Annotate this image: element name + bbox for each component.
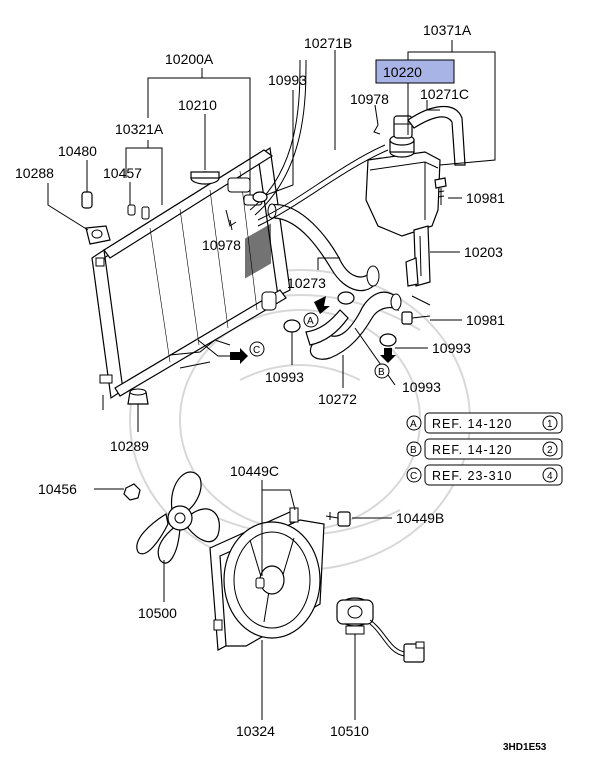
label-10449b[interactable]: 10449B — [396, 510, 444, 526]
hose-clamp-upper-right[interactable] — [337, 291, 355, 305]
shroud-screw[interactable] — [255, 577, 265, 589]
label-10220[interactable]: 10220 — [383, 64, 422, 80]
label-10981-lower[interactable]: 10981 — [466, 312, 505, 328]
reservoir-bolt[interactable] — [434, 177, 447, 205]
arrow-b — [380, 348, 396, 363]
label-10978-top[interactable]: 10978 — [350, 91, 389, 107]
label-10272[interactable]: 10272 — [318, 391, 357, 407]
label-10993-top[interactable]: 10993 — [268, 72, 307, 88]
drain-plug[interactable] — [127, 388, 149, 405]
label-10210[interactable]: 10210 — [178, 97, 217, 113]
part-labels: 10371A 10220 10271B 10271C 10200A 10993 … — [15, 22, 505, 739]
label-10500[interactable]: 10500 — [138, 605, 177, 621]
upper-radiator-hose[interactable] — [267, 203, 380, 292]
label-10993-lower[interactable]: 10993 — [402, 379, 441, 395]
label-10289[interactable]: 10289 — [110, 438, 149, 454]
fan-nut[interactable] — [123, 483, 141, 501]
label-10371a[interactable]: 10371A — [423, 22, 472, 38]
ref-num-a: 1 — [547, 419, 553, 430]
reservoir-bracket[interactable] — [405, 225, 431, 287]
label-10321a[interactable]: 10321A — [115, 121, 164, 137]
leader-lines — [47, 40, 496, 720]
label-10288[interactable]: 10288 — [15, 165, 54, 181]
overflow-hose-to-tank[interactable] — [257, 144, 386, 221]
radiator-assembly[interactable] — [91, 146, 291, 410]
mounting-bushing[interactable] — [81, 191, 111, 245]
hose-clip-lower[interactable] — [225, 209, 237, 227]
label-10203[interactable]: 10203 — [464, 244, 503, 260]
fan-motor[interactable] — [336, 597, 425, 663]
label-10456[interactable]: 10456 — [38, 481, 77, 497]
label-10273[interactable]: 10273 — [287, 275, 326, 291]
label-10480[interactable]: 10480 — [58, 143, 97, 159]
lower-radiator-hose[interactable] — [305, 291, 402, 360]
label-10457[interactable]: 10457 — [103, 165, 142, 181]
ref-row-a[interactable]: A REF. 14-120 1 — [406, 412, 563, 434]
hose-clamp-right[interactable] — [379, 333, 397, 347]
ref-text-c: REF. 23-310 — [432, 469, 512, 483]
reservoir-hose[interactable] — [407, 105, 466, 166]
callout-circles: A B C — [249, 312, 390, 379]
hose-clip-upper[interactable] — [373, 124, 381, 135]
bracket-bolt[interactable] — [401, 311, 431, 325]
coolant-reservoir[interactable] — [365, 134, 441, 237]
ref-row-b[interactable]: B REF. 14-120 2 — [406, 438, 563, 460]
diagram-code: 3HD1E53 — [503, 742, 547, 753]
highlight-box — [375, 59, 455, 84]
label-10981-top[interactable]: 10981 — [466, 190, 505, 206]
radiator-cap[interactable] — [190, 171, 220, 185]
callout-b: B — [378, 367, 385, 378]
ref-letter-b: B — [410, 445, 417, 456]
label-10324[interactable]: 10324 — [236, 723, 275, 739]
ref-text-b: REF. 14-120 — [432, 443, 512, 457]
cooling-fan[interactable] — [136, 471, 220, 564]
ref-num-b: 2 — [547, 445, 553, 456]
fan-motor-bolt[interactable] — [325, 511, 351, 527]
arrow-c — [230, 348, 248, 364]
label-10993-left[interactable]: 10993 — [265, 369, 304, 385]
small-clip[interactable] — [127, 204, 150, 220]
arrow-a — [314, 296, 330, 314]
label-10271b[interactable]: 10271B — [304, 35, 352, 51]
ref-letter-a: A — [410, 419, 417, 430]
label-10510[interactable]: 10510 — [330, 723, 369, 739]
label-10200a[interactable]: 10200A — [165, 51, 214, 67]
fan-shroud[interactable] — [209, 507, 325, 651]
label-10449c[interactable]: 10449C — [230, 463, 279, 479]
reference-table: A REF. 14-120 1 B REF. 14-120 2 C REF. 2… — [406, 412, 563, 486]
label-10271c[interactable]: 10271C — [420, 86, 469, 102]
label-10993-right[interactable]: 10993 — [432, 340, 471, 356]
hose-clamp-top[interactable] — [252, 191, 268, 203]
ref-row-c[interactable]: C REF. 23-310 4 — [406, 464, 563, 486]
callout-c: C — [253, 345, 260, 356]
callout-a: A — [307, 316, 314, 327]
ref-num-c: 4 — [547, 471, 553, 482]
ref-text-a: REF. 14-120 — [432, 417, 512, 431]
ref-letter-c: C — [410, 471, 417, 482]
hose-clamp-left[interactable] — [283, 319, 301, 333]
label-10978-lower[interactable]: 10978 — [202, 237, 241, 253]
